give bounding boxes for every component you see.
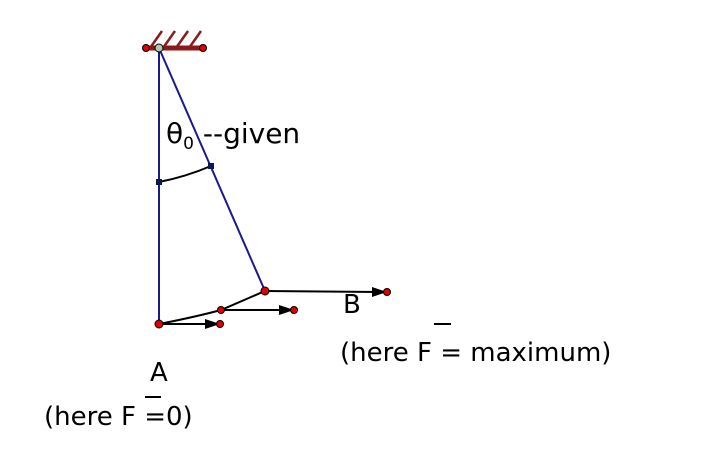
support-hatch — [148, 30, 164, 49]
support-end-point — [142, 44, 150, 52]
angle-arc — [158, 165, 212, 183]
fixed-support — [142, 30, 207, 52]
force-vector-a-arrowhead — [205, 319, 220, 329]
point-b-note: (here F = maximum) — [340, 338, 611, 368]
arc-end-marker — [208, 163, 214, 169]
point-a-label: A — [150, 358, 168, 388]
point-b-force-symbol: F — [417, 338, 432, 368]
point-b-marker — [260, 286, 270, 296]
arc-end-marker — [156, 179, 162, 185]
force-vector-mid-tail — [217, 306, 225, 314]
force-vector-mid-tip — [290, 306, 298, 314]
support-hatch — [174, 30, 190, 49]
support-hatch — [187, 30, 203, 49]
support-end-point — [199, 44, 207, 52]
point-a-note-suffix: =0) — [136, 402, 193, 432]
point-b-note-suffix: = maximum) — [432, 338, 611, 368]
theta-note: --given — [194, 117, 300, 150]
point-a-note: (here F =0) — [44, 402, 193, 432]
pivot-point — [154, 43, 164, 53]
force-vector-a-tip — [216, 320, 224, 328]
point-b-label: B — [343, 290, 361, 320]
theta-symbol: θ — [166, 117, 183, 150]
theta-subscript: 0 — [183, 134, 194, 154]
point-a-note-prefix: (here — [44, 402, 121, 432]
point-a-marker — [154, 319, 164, 329]
theta-label: θ0 --given — [166, 117, 300, 154]
trajectory-curve — [158, 290, 266, 325]
point-b-note-prefix: (here — [340, 338, 417, 368]
point-a-force-symbol: F — [121, 402, 136, 432]
force-vector-b — [264, 290, 379, 293]
force-vector-mid-arrowhead — [279, 305, 294, 315]
force-vector-b-arrowhead — [372, 287, 387, 297]
force-vector-b-tip — [383, 288, 391, 296]
pendulum-string-displaced — [158, 47, 266, 292]
support-hatch — [161, 30, 177, 49]
